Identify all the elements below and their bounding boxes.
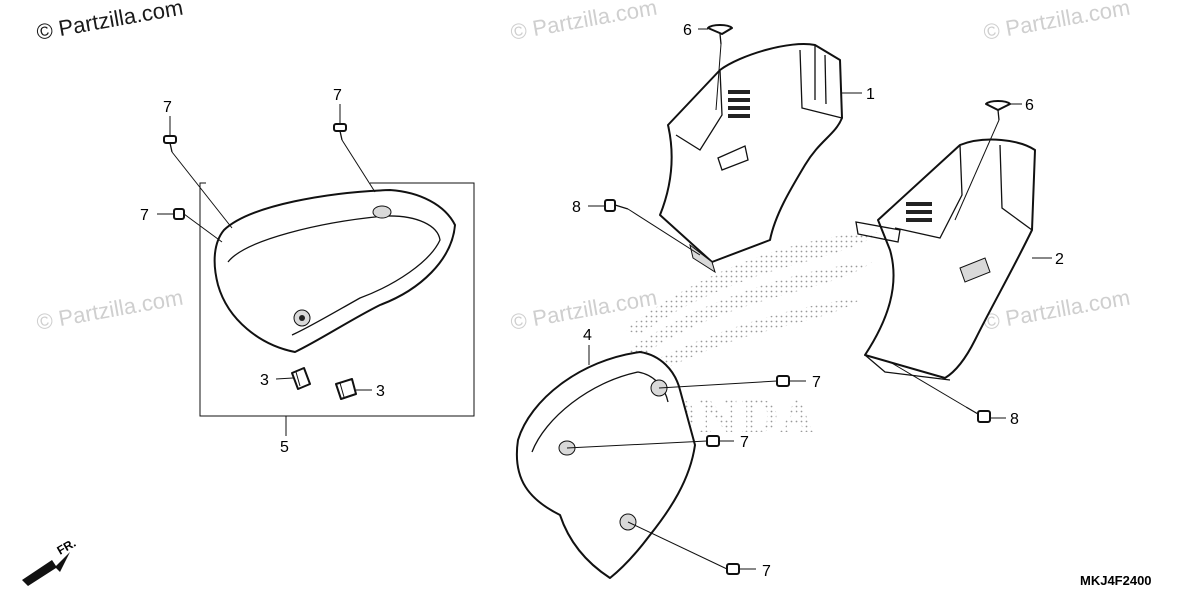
grommet-icon [335,378,357,400]
watermark: © Partzilla.com [982,0,1132,45]
bolt-icon [604,199,629,212]
callout-3: 3 [376,383,385,400]
callout-8: 8 [572,199,581,216]
inner-cover-2 [855,100,1052,423]
watermark: © Partzilla.com [509,0,659,45]
side-cover-4 [515,345,806,579]
callout-6: 6 [683,22,692,39]
callout-7: 7 [333,87,342,104]
callout-7: 7 [163,99,172,116]
grommet-icon [291,367,311,390]
bolt-icon [726,563,740,575]
callout-6: 6 [1025,97,1034,114]
callout-5: 5 [280,439,289,456]
callout-1: 1 [866,86,875,103]
callout-3: 3 [260,372,269,389]
watermark: © Partzilla.com [982,285,1132,335]
bolt-icon [333,123,347,141]
callout-7: 7 [740,434,749,451]
bolt-icon [163,135,177,153]
front-label: FR. [55,536,79,558]
callout-4: 4 [583,327,592,344]
watermark-top-left: © Partzilla.com [35,0,185,45]
diagram-code: MKJ4F2400 [1080,573,1152,588]
side-cover-left [213,189,456,353]
callout-7: 7 [762,563,771,580]
watermark: © Partzilla.com [35,285,185,335]
bolt-icon [706,435,720,447]
inner-cover-1 [588,24,862,274]
callout-2: 2 [1055,251,1064,268]
bolt-icon [965,406,991,423]
screw-icon [985,100,1011,121]
callout-8: 8 [1010,411,1019,428]
callout-7: 7 [812,374,821,391]
screw-icon [707,24,733,45]
front-arrow-icon: FR. [22,536,78,586]
callout-7: 7 [140,207,149,224]
bolt-icon [776,375,790,387]
side-cover-assembly-left [157,104,475,436]
callout-labels: 1 2 3 3 4 5 6 6 7 7 7 7 7 7 8 8 [140,22,1064,580]
bolt-icon [173,208,185,220]
